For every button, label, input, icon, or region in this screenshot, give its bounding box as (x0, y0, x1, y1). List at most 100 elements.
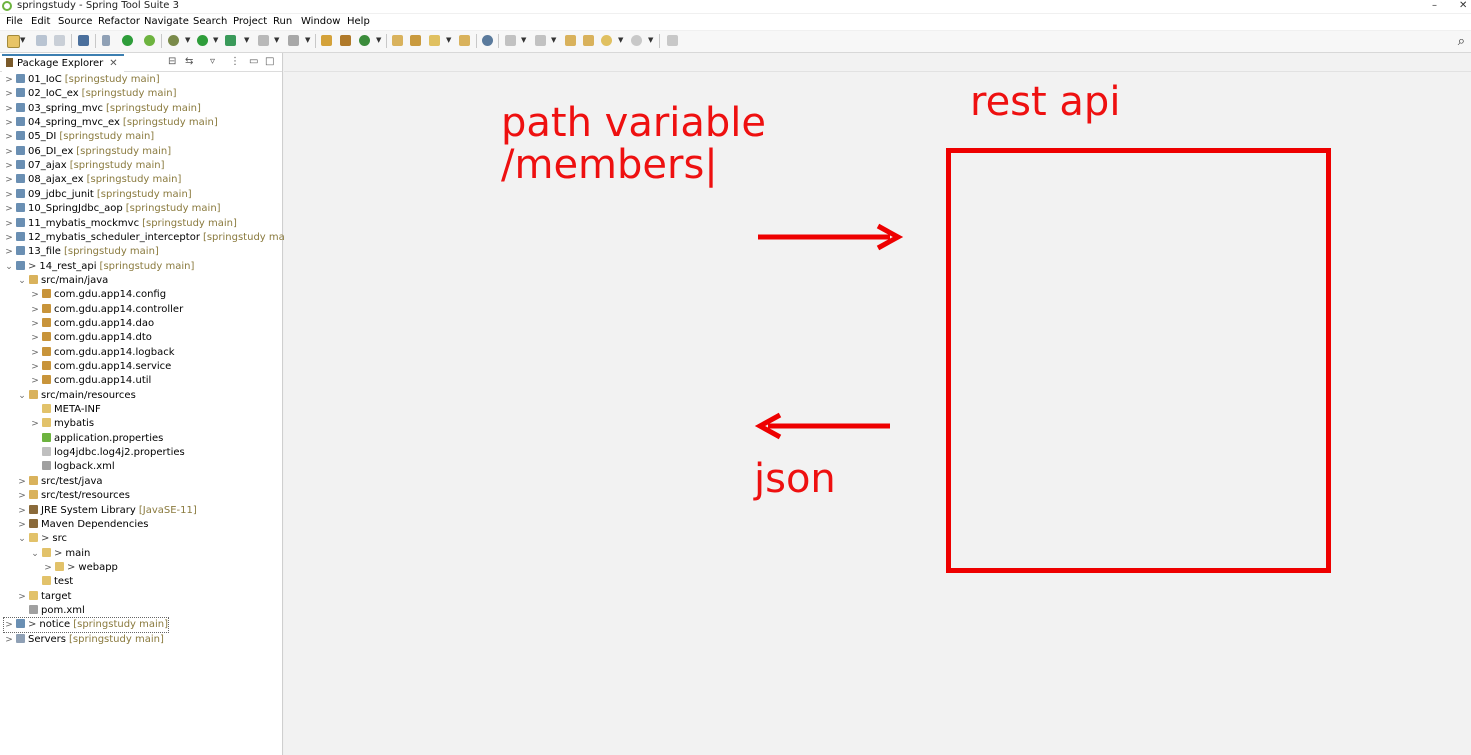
chevron-right-icon[interactable]: > (5, 189, 13, 200)
tree-item[interactable]: application.properties (30, 432, 163, 446)
annotation-icon[interactable] (505, 35, 516, 46)
tree-item[interactable]: >com.gdu.app14.controller (30, 303, 183, 317)
tree-item[interactable]: >04_spring_mvc_ex[springstudy main] (4, 116, 218, 130)
tree-item[interactable]: ⌄src/main/java (17, 274, 108, 288)
tree-item[interactable]: >src/test/resources (17, 489, 130, 503)
task-icon[interactable] (410, 35, 421, 46)
tree-item[interactable]: >Maven Dependencies (17, 518, 149, 532)
refresh-icon[interactable] (144, 35, 155, 46)
chevron-right-icon[interactable]: > (5, 118, 13, 129)
chevron-down-icon[interactable]: ▼ (521, 36, 527, 44)
tree-item[interactable]: >target (17, 590, 71, 604)
tree-item[interactable]: >11_mybatis_mockmvc[springstudy main] (4, 217, 237, 231)
chevron-right-icon[interactable]: > (31, 347, 39, 358)
chevron-right-icon[interactable]: > (18, 491, 26, 502)
tree-item[interactable]: >06_DI_ex[springstudy main] (4, 145, 171, 159)
save-icon[interactable] (36, 35, 47, 46)
chevron-down-icon[interactable]: ⌄ (18, 390, 26, 401)
folder-icon[interactable] (459, 35, 470, 46)
tab-package-explorer[interactable]: Package Explorer✕ (2, 54, 124, 73)
tree-item[interactable]: >src/test/java (17, 475, 103, 489)
tree-item[interactable]: >12_mybatis_scheduler_interceptor[spring… (4, 231, 298, 245)
chevron-right-icon[interactable]: > (5, 634, 13, 645)
new-class-icon[interactable] (359, 35, 370, 46)
chevron-right-icon[interactable]: > (5, 232, 13, 243)
chevron-down-icon[interactable]: ▼ (648, 36, 654, 44)
tree-item[interactable]: >03_spring_mvc[springstudy main] (4, 102, 201, 116)
chevron-right-icon[interactable]: > (5, 146, 13, 157)
chevron-right-icon[interactable]: > (5, 218, 13, 229)
search-icon[interactable] (429, 35, 440, 46)
tree-item[interactable]: >com.gdu.app14.dto (30, 331, 152, 345)
new-package-icon[interactable] (340, 35, 351, 46)
chevron-down-icon[interactable]: ⌄ (31, 548, 39, 559)
menu-file[interactable]: File (6, 16, 23, 27)
chevron-down-icon[interactable]: ⌄ (18, 534, 26, 545)
last-edit-icon[interactable] (565, 35, 576, 46)
chevron-down-icon[interactable]: ▼ (213, 36, 219, 44)
tree-item[interactable]: >05_DI[springstudy main] (4, 130, 154, 144)
chevron-right-icon[interactable]: > (18, 519, 26, 530)
menu-project[interactable]: Project (233, 16, 268, 27)
chevron-down-icon[interactable]: ▼ (274, 36, 280, 44)
chevron-down-icon[interactable]: ▼ (305, 36, 311, 44)
chevron-right-icon[interactable]: > (31, 290, 39, 301)
minimize-button[interactable]: – (1432, 0, 1437, 11)
tree-item[interactable]: >>webapp (43, 561, 118, 575)
close-button[interactable]: ✕ (1459, 0, 1468, 11)
menu-source[interactable]: Source (58, 16, 93, 27)
tree-item[interactable]: >com.gdu.app14.config (30, 288, 166, 302)
collapse-all-icon[interactable]: ⊟ (168, 56, 177, 67)
back-icon[interactable] (601, 35, 612, 46)
tree-item[interactable]: >>notice[springstudy main] (2, 617, 170, 634)
chevron-right-icon[interactable]: > (5, 161, 13, 172)
maximize-view-icon[interactable]: □ (265, 56, 275, 67)
tree-item[interactable]: ⌄src/main/resources (17, 389, 136, 403)
tree-item[interactable]: logback.xml (30, 460, 115, 474)
chevron-right-icon[interactable]: > (31, 318, 39, 329)
next-edit-icon[interactable] (535, 35, 546, 46)
open-task-icon[interactable] (392, 35, 403, 46)
skip-breakpoints-icon[interactable] (102, 35, 110, 46)
new-icon[interactable] (7, 35, 20, 48)
open-type-icon[interactable] (321, 35, 332, 46)
chevron-right-icon[interactable]: > (18, 505, 26, 516)
tree-item[interactable]: pom.xml (17, 604, 85, 618)
tree-item[interactable]: >13_file[springstudy main] (4, 245, 159, 259)
chevron-right-icon[interactable]: > (5, 103, 13, 114)
chevron-right-icon[interactable]: > (5, 204, 13, 215)
view-menu-icon[interactable]: ⋮ (230, 56, 240, 67)
chevron-right-icon[interactable]: > (18, 591, 26, 602)
chevron-down-icon[interactable]: ▼ (551, 36, 557, 44)
tree-item[interactable]: >com.gdu.app14.dao (30, 317, 154, 331)
menu-run[interactable]: Run (273, 16, 293, 27)
menu-help[interactable]: Help (347, 16, 370, 27)
menu-search[interactable]: Search (193, 16, 228, 27)
chevron-right-icon[interactable]: > (5, 89, 13, 100)
tree-item[interactable]: >09_jdbc_junit[springstudy main] (4, 188, 192, 202)
tree-item[interactable]: >com.gdu.app14.logback (30, 346, 174, 360)
chevron-right-icon[interactable]: > (5, 175, 13, 186)
chevron-right-icon[interactable]: > (44, 562, 52, 573)
menu-window[interactable]: Window (301, 16, 341, 27)
tree-item[interactable]: >10_SpringJdbc_aop[springstudy main] (4, 202, 221, 216)
chevron-down-icon[interactable]: ▼ (185, 36, 191, 44)
tree-item[interactable]: >mybatis (30, 417, 94, 431)
tree-item[interactable]: >JRE System Library[JavaSE-11] (17, 504, 197, 518)
link-editor-icon[interactable]: ⇆ (185, 56, 194, 67)
menu-edit[interactable]: Edit (31, 16, 51, 27)
chevron-down-icon[interactable]: ▼ (618, 36, 624, 44)
tree-item[interactable]: >01_IoC[springstudy main] (4, 73, 160, 87)
search-icon[interactable]: ⌕ (1457, 34, 1465, 49)
tree-item[interactable]: >08_ajax_ex[springstudy main] (4, 173, 181, 187)
debug-icon[interactable] (168, 35, 179, 46)
tree-item[interactable]: META-INF (30, 403, 101, 417)
menu-navigate[interactable]: Navigate (144, 16, 189, 27)
chevron-down-icon[interactable]: ▼ (20, 36, 26, 44)
tree-item[interactable]: >02_IoC_ex[springstudy main] (4, 87, 177, 101)
chevron-right-icon[interactable]: > (31, 304, 39, 315)
tree-item[interactable]: log4jdbc.log4j2.properties (30, 446, 185, 460)
tree-item[interactable]: ⌄>main (30, 547, 90, 561)
tree-item[interactable]: ⌄>src (17, 532, 67, 546)
server-icon[interactable] (258, 35, 269, 46)
